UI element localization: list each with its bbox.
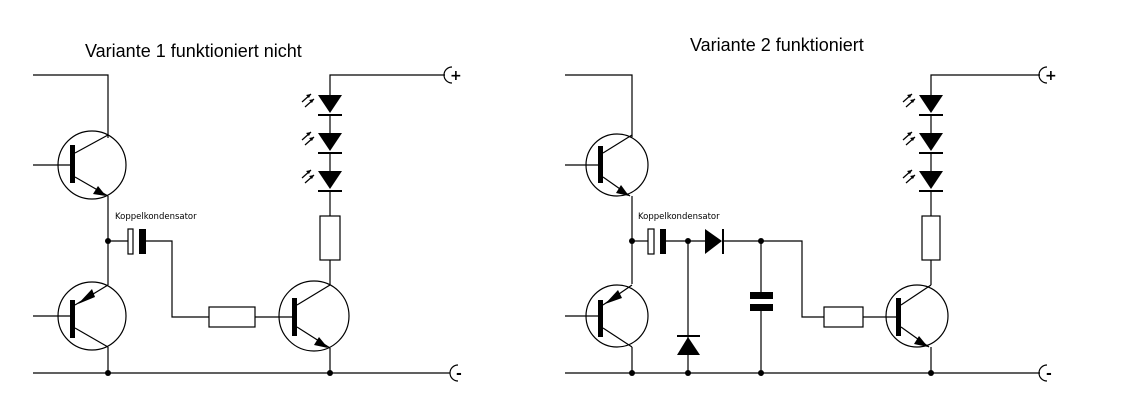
variant-1-title: Variante 1 funktioniert nicht (85, 41, 302, 61)
coupling-capacitor (108, 228, 209, 318)
svg-text:+: + (450, 68, 462, 84)
led-1 (301, 93, 343, 117)
supply-rail (329, 74, 445, 95)
base-resistor (823, 306, 864, 328)
smoothing-capacitor (750, 292, 773, 311)
led-2 (902, 131, 944, 155)
capacitor-label: Koppelkondensator (115, 212, 197, 222)
transistor-t1 (565, 133, 649, 197)
led-3 (301, 169, 343, 193)
transistor-t2 (565, 284, 649, 348)
minus-terminal: - (449, 364, 462, 382)
variant-2: Variante 2 funktioniert Koppelkondensato… (565, 35, 1057, 382)
svg-text:+: + (1045, 68, 1057, 84)
transistor-t1 (33, 130, 127, 200)
shunt-diode (677, 335, 700, 355)
supply-rail (930, 74, 1040, 95)
capacitor-label: Koppelkondensator (638, 212, 720, 222)
transistor-t3 (885, 284, 949, 348)
svg-text:-: - (456, 366, 462, 382)
led-1 (902, 93, 944, 117)
transistor-t2 (33, 281, 127, 351)
transistor-t3 (278, 280, 350, 352)
minus-terminal: - (1038, 364, 1052, 382)
series-diode (705, 229, 724, 254)
base-resistor (208, 306, 256, 328)
led-resistor (921, 215, 941, 261)
led-2 (301, 131, 343, 155)
variant-2-title: Variante 2 funktioniert (690, 35, 864, 55)
coupling-capacitor (632, 228, 705, 255)
plus-terminal: + (443, 66, 462, 84)
led-resistor (319, 215, 341, 261)
plus-terminal: + (1038, 66, 1057, 84)
svg-text:-: - (1046, 366, 1052, 382)
led-3 (902, 169, 944, 193)
variant-1: Variante 1 funktioniert nicht Koppelkond… (33, 41, 462, 382)
